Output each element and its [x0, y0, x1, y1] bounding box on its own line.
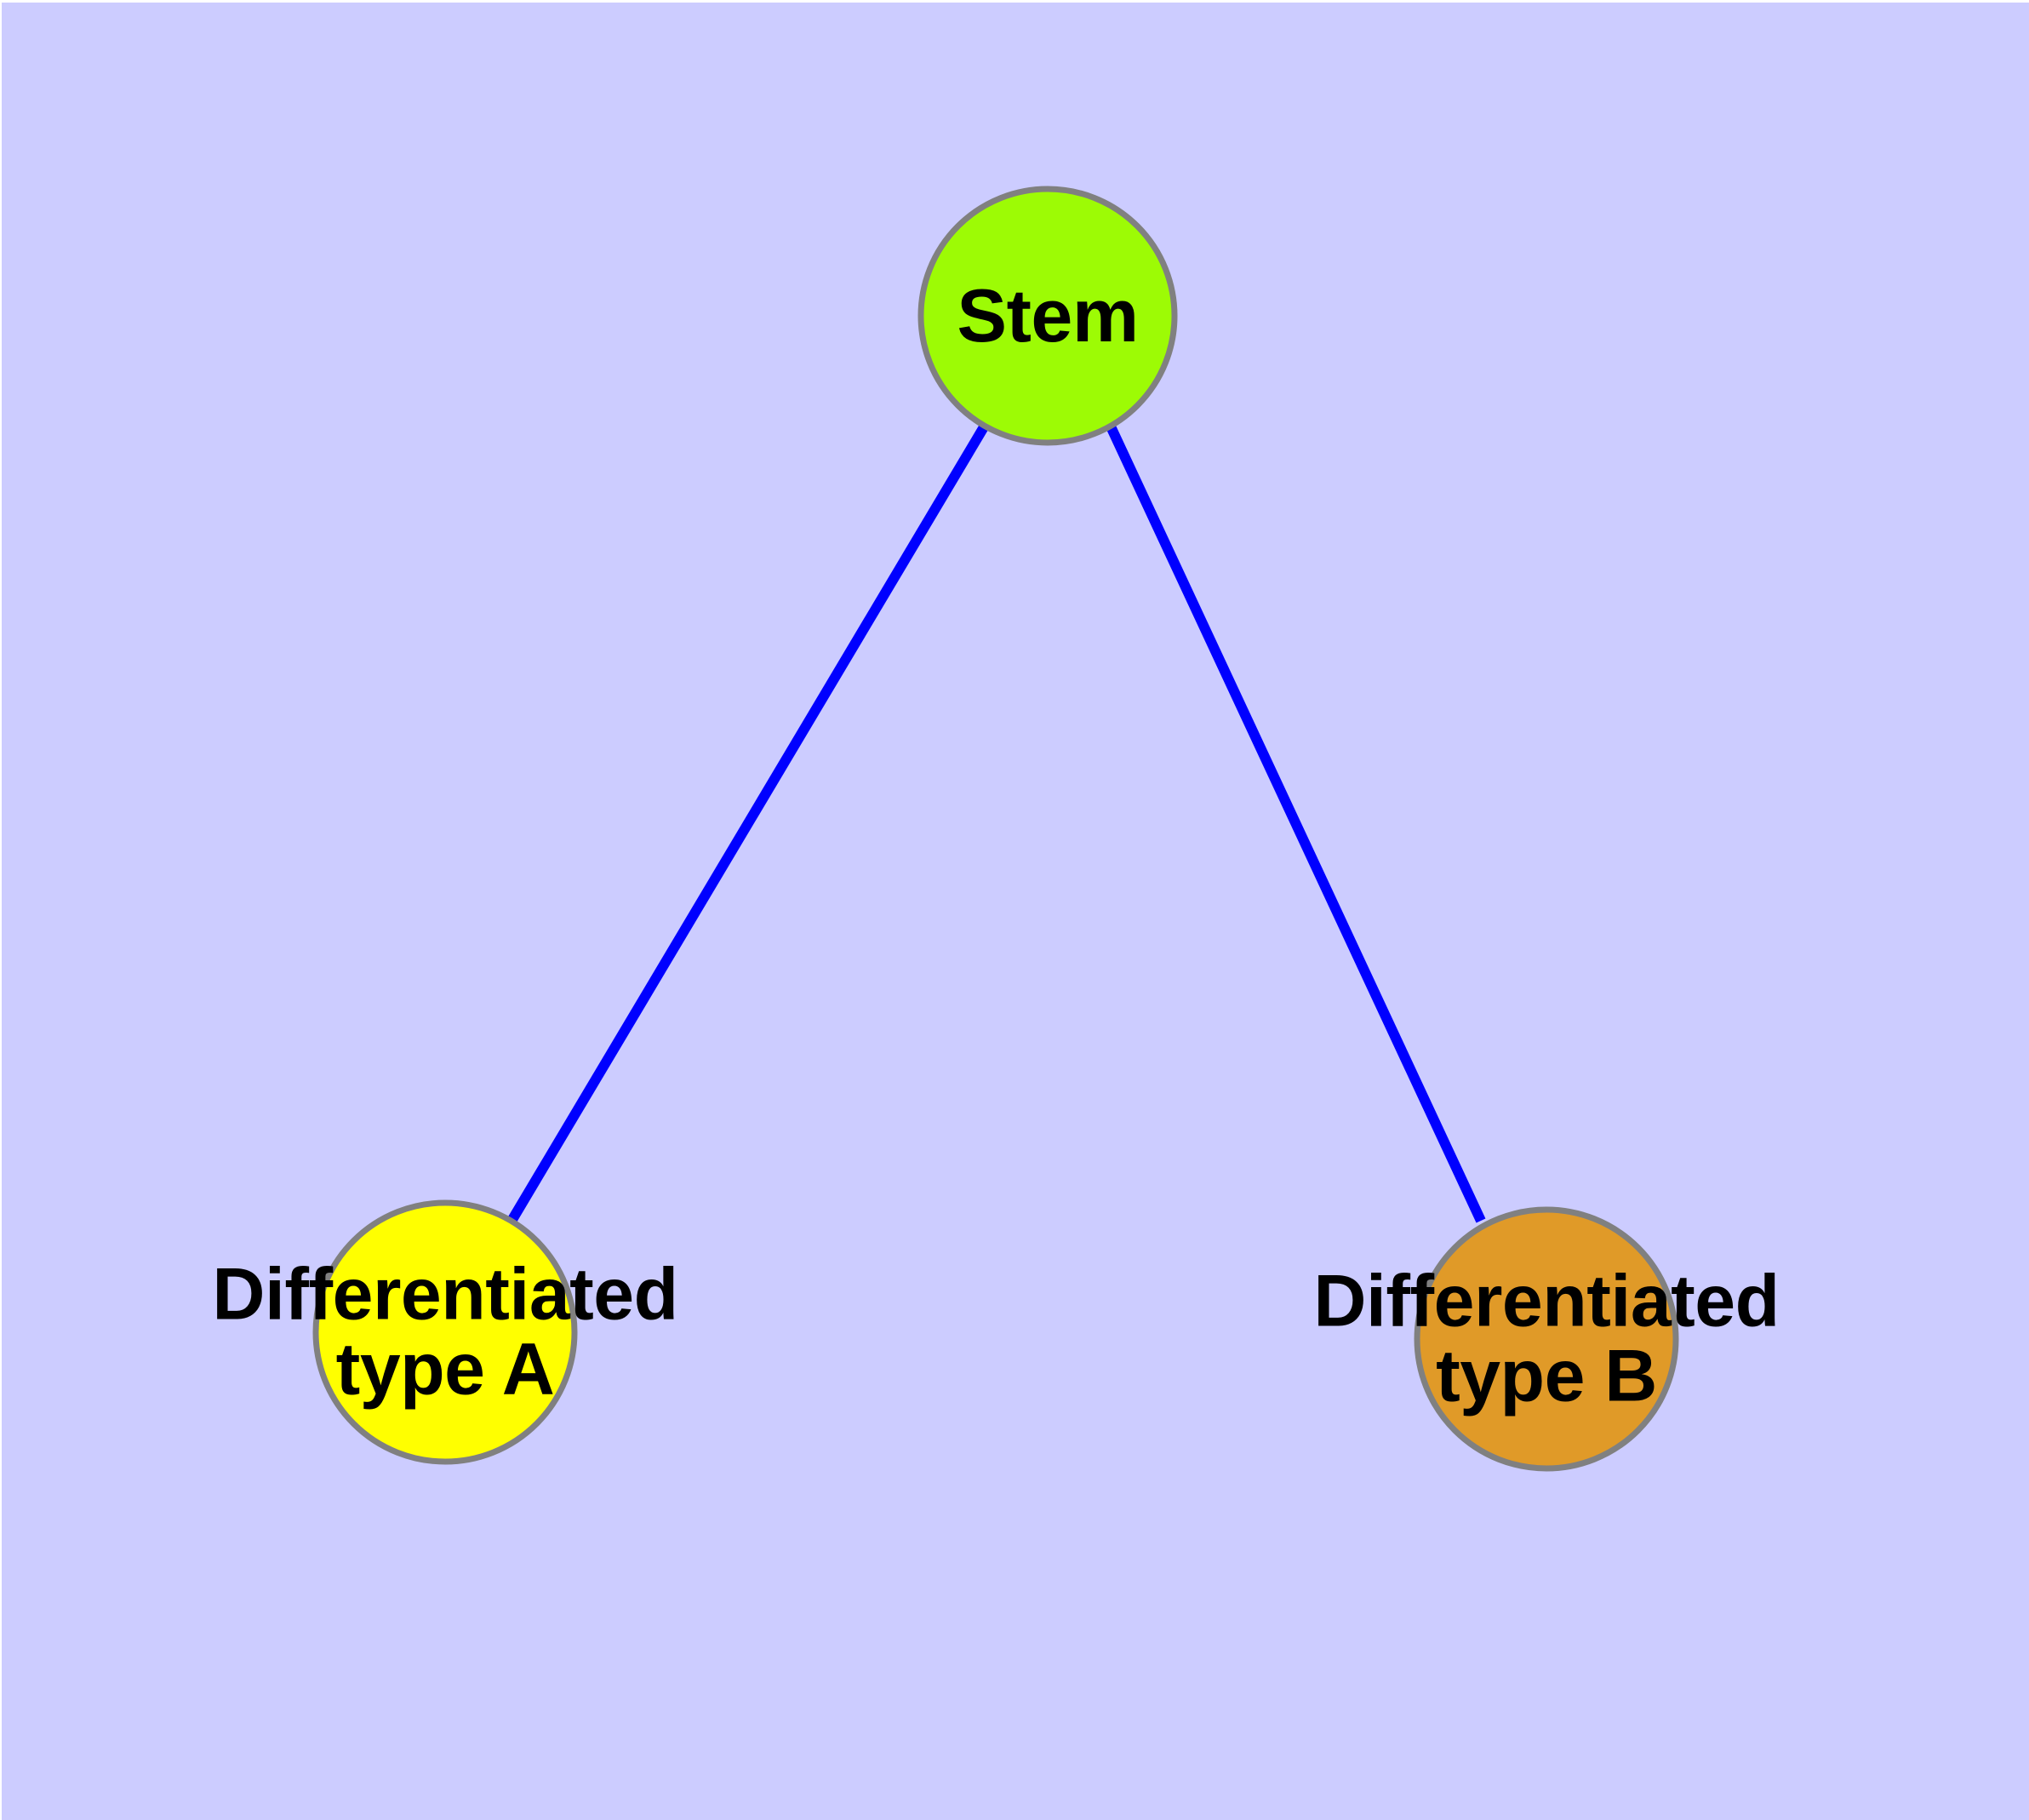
edges-layer	[506, 422, 1486, 1226]
edge-stem-to-diff-a[interactable]	[506, 422, 990, 1226]
node-circle-diff-b[interactable]	[1414, 1206, 1679, 1472]
edge-stem-to-diff-b[interactable]	[1106, 424, 1486, 1223]
node-circle-diff-a[interactable]	[312, 1199, 578, 1465]
node-circle-stem[interactable]	[917, 186, 1178, 446]
nodes-layer	[312, 186, 1679, 1472]
